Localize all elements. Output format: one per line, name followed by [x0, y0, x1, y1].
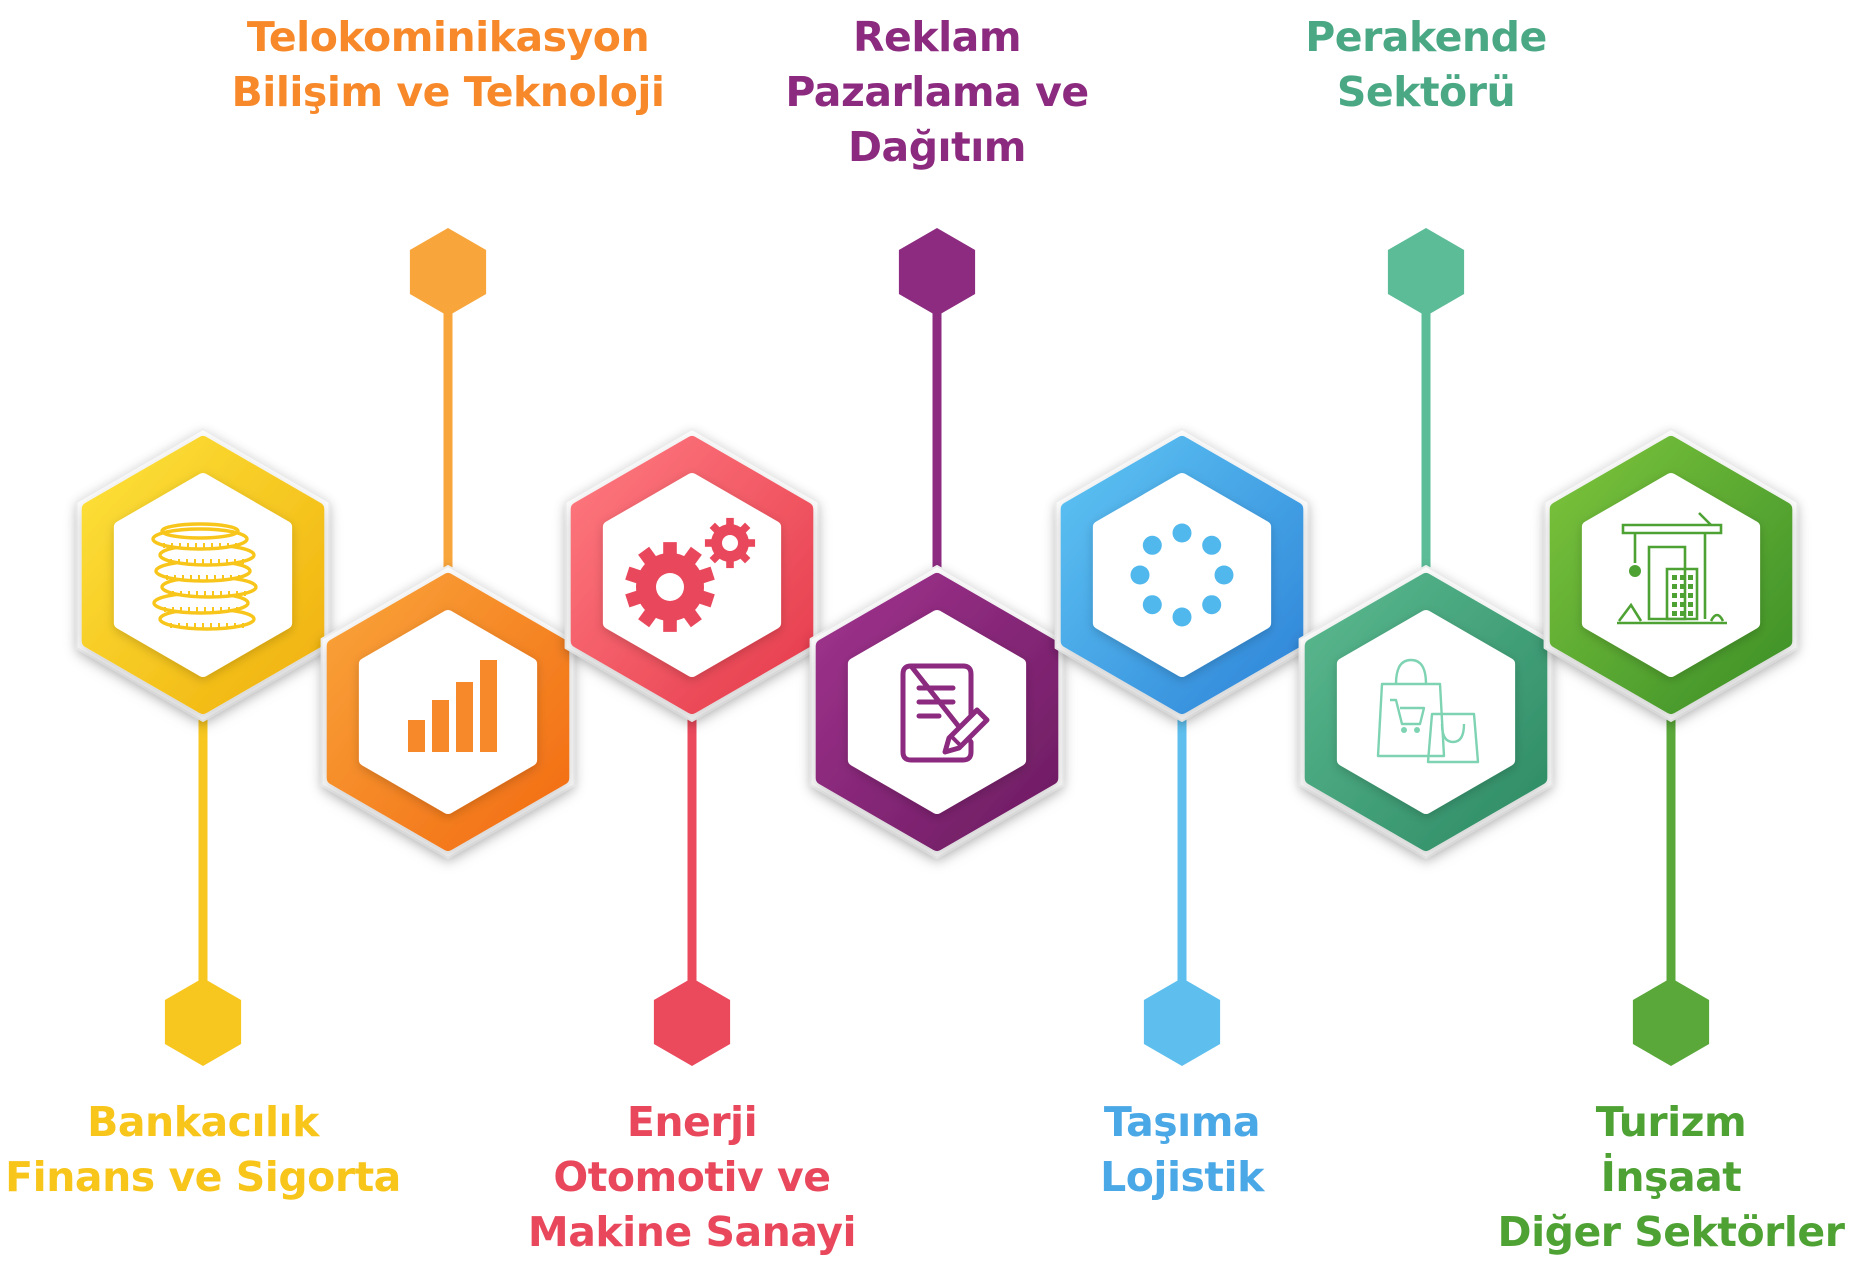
small-hexagon-tourism — [1632, 978, 1710, 1066]
label-line: Enerji — [626, 1098, 758, 1146]
hexagon-banking — [75, 428, 331, 722]
hexagon-marketing — [809, 565, 1065, 859]
label-line: Finans ve Sigorta — [5, 1153, 401, 1201]
hexagon-telecom — [320, 565, 576, 859]
gears-icon — [625, 517, 756, 632]
label-line: Telokominikasyon — [246, 13, 650, 61]
small-hexagon-banking — [164, 978, 242, 1066]
coins-stack-icon — [151, 522, 258, 631]
label-line: Sektörü — [1336, 68, 1516, 116]
small-hexagon-energy — [653, 978, 731, 1066]
label-line: Reklam — [852, 13, 1022, 61]
label-line: Dağıtım — [848, 123, 1026, 171]
label-line: Pazarlama ve — [785, 68, 1089, 116]
small-hexagon-telecom — [409, 228, 487, 316]
shopping-bags-icon — [1376, 658, 1480, 764]
hexagon-tourism — [1543, 428, 1799, 722]
loading-dots-icon — [1130, 523, 1234, 627]
label-line: Perakende — [1305, 13, 1547, 61]
label-line: Otomotiv ve — [553, 1153, 831, 1201]
document-edit-icon — [900, 663, 990, 763]
construction-crane-icon — [1617, 512, 1727, 625]
small-hexagon-logistics — [1143, 978, 1221, 1066]
small-hexagon-retail — [1387, 228, 1465, 316]
label-line: Bankacılık — [87, 1098, 319, 1146]
small-hexagon-marketing — [898, 228, 976, 316]
label-line: Makine Sanayi — [527, 1208, 857, 1256]
label-line: Taşıma — [1103, 1098, 1261, 1146]
label-line: Diğer Sektörler — [1497, 1208, 1845, 1256]
label-line: Lojistik — [1100, 1153, 1264, 1201]
label-line: Bilişim ve Teknoloji — [231, 68, 665, 116]
label-line: İnşaat — [1600, 1153, 1742, 1201]
label-line: Turizm — [1595, 1098, 1747, 1146]
hexagon-retail — [1298, 565, 1554, 859]
bar-chart-icon — [408, 660, 497, 752]
hexagon-logistics — [1054, 428, 1310, 722]
hexagon-energy — [564, 428, 820, 722]
